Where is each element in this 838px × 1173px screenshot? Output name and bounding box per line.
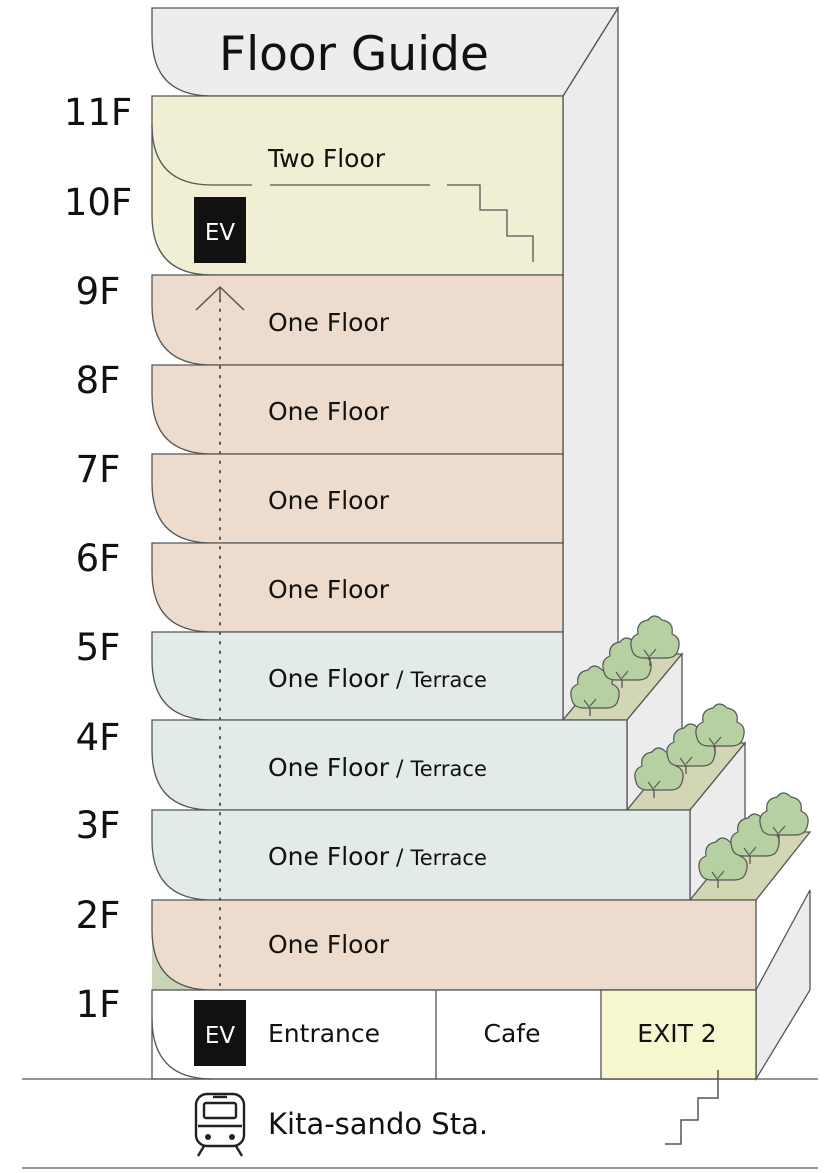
- floor-5-label: One Floor / Terrace: [268, 664, 487, 693]
- floor-label-6f: 6F: [76, 537, 121, 580]
- floor-label-10f: 10F: [64, 181, 132, 224]
- floor-3-main: One Floor: [268, 842, 390, 871]
- floor-10-11-inner-line: [151, 124, 534, 262]
- floor-4-main: One Floor: [268, 753, 390, 782]
- exit-stairs-icon: [665, 1070, 719, 1145]
- floor-1-curve: [151, 1017, 213, 1080]
- floor-label-5f: 5F: [76, 626, 121, 669]
- cafe-label: Cafe: [484, 1019, 541, 1048]
- floor-5-sep: /: [389, 668, 410, 693]
- floor-5-extra: Terrace: [409, 668, 486, 692]
- tree-group: [570, 615, 809, 888]
- ev-label-upper: EV: [205, 220, 236, 246]
- floor-3-sep: /: [389, 846, 410, 871]
- floor-label-3f: 3F: [76, 804, 121, 847]
- floor-6-label: One Floor: [268, 575, 390, 604]
- tree-icon: [695, 703, 745, 754]
- floor-labels: 11F 10F 9F 8F 7F 6F 5F 4F 3F 2F 1F: [64, 91, 132, 1026]
- ev-box-lower: [194, 1000, 246, 1066]
- floor-3-label: One Floor / Terrace: [268, 842, 487, 871]
- floor-4-label: One Floor / Terrace: [268, 753, 487, 782]
- ground-floor-side-wall: [755, 889, 811, 1082]
- floor-3-extra: Terrace: [409, 846, 486, 870]
- floor-2-label: One Floor: [268, 930, 390, 959]
- station-label: Kita-sando Sta.: [268, 1107, 488, 1141]
- floor-10-11-label: Two Floor: [267, 144, 386, 173]
- ev-label-lower: EV: [205, 1023, 236, 1049]
- floor-label-7f: 7F: [76, 448, 121, 491]
- floor-label-8f: 8F: [76, 359, 121, 402]
- floor-4-extra: Terrace: [409, 757, 486, 781]
- tree-icon: [759, 792, 809, 843]
- page-title: Floor Guide: [219, 27, 489, 82]
- train-icon: [194, 1092, 246, 1157]
- entrance-label: Entrance: [268, 1019, 380, 1048]
- floor-label-11f: 11F: [64, 91, 132, 134]
- floor-5-main: One Floor: [268, 664, 390, 693]
- exit-2-label: EXIT 2: [637, 1019, 716, 1048]
- floor-4-sep: /: [389, 757, 410, 782]
- exit-2-area: [600, 989, 757, 1080]
- floor-9-label: One Floor: [268, 308, 390, 337]
- floor-7-label: One Floor: [268, 486, 390, 515]
- floor-8-label: One Floor: [268, 397, 390, 426]
- ev-box-upper: [194, 197, 246, 263]
- building-side-wall: [562, 5, 619, 722]
- floor-2-block: [151, 899, 757, 991]
- floor-label-4f: 4F: [76, 716, 121, 759]
- tree-icon: [630, 615, 680, 666]
- floor-label-9f: 9F: [76, 270, 121, 313]
- floor-label-1f: 1F: [76, 983, 121, 1026]
- elevator-arrow-icon: [195, 285, 245, 311]
- floor-label-2f: 2F: [76, 894, 121, 937]
